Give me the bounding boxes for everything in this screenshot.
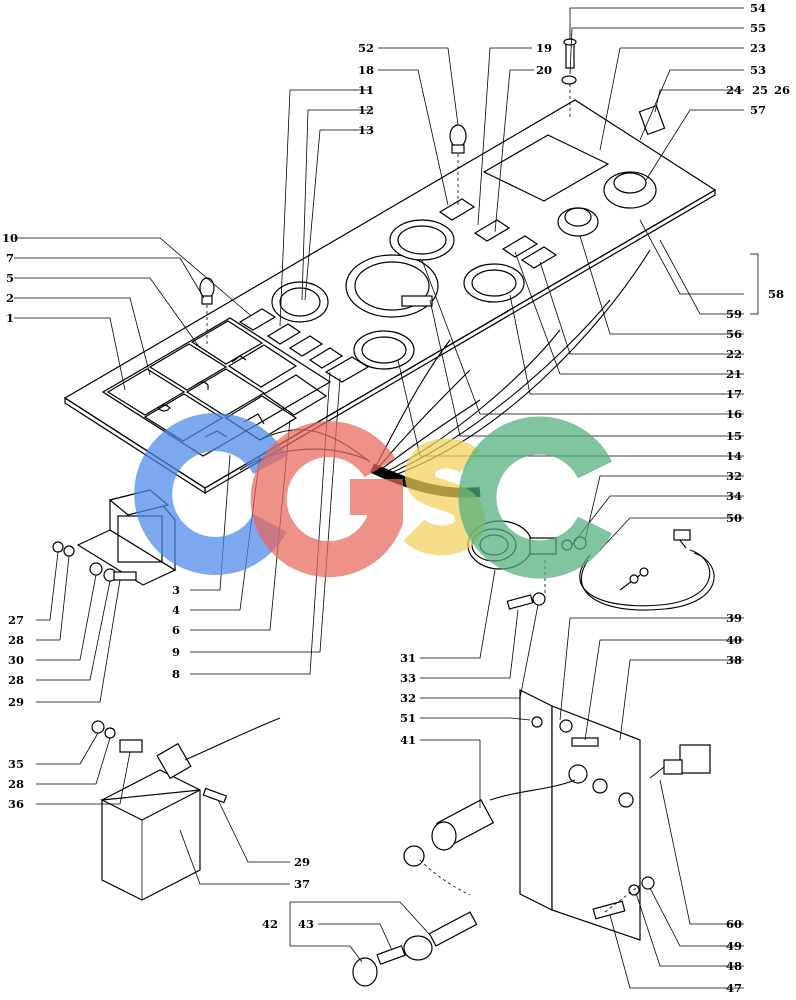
- label-2: 2: [6, 291, 14, 305]
- label-33: 33: [400, 671, 416, 685]
- label-18: 18: [358, 63, 374, 77]
- label-53: 53: [750, 63, 766, 77]
- label-29a: 29: [8, 695, 24, 709]
- leader-lines: [14, 7, 759, 989]
- label-59: 59: [726, 307, 742, 321]
- label-17: 17: [726, 387, 742, 401]
- label-13: 13: [358, 123, 374, 137]
- label-60: 60: [726, 917, 742, 931]
- label-48: 48: [726, 959, 742, 973]
- label-14: 14: [726, 449, 742, 463]
- label-9: 9: [172, 645, 180, 659]
- label-8: 8: [172, 667, 180, 681]
- indicator-lamp-assembly: [352, 911, 478, 987]
- label-16: 16: [726, 407, 742, 421]
- label-54: 54: [750, 1, 766, 15]
- warning-lamp-row: [238, 198, 558, 383]
- bulbs: [199, 124, 467, 305]
- label-41: 41: [400, 733, 416, 747]
- label-36: 36: [8, 797, 24, 811]
- label-43: 43: [298, 917, 314, 931]
- label-55: 55: [750, 21, 766, 35]
- toggle-switch: [649, 744, 711, 779]
- label-28a: 28: [8, 633, 24, 647]
- label-57: 57: [750, 103, 766, 117]
- label-12: 12: [358, 103, 374, 117]
- label-10: 10: [2, 231, 18, 245]
- label-50: 50: [726, 511, 742, 525]
- label-32a: 32: [726, 469, 742, 483]
- label-1: 1: [6, 311, 14, 325]
- socket-connector: [403, 779, 576, 896]
- label-37: 37: [294, 877, 310, 891]
- label-22: 22: [726, 347, 742, 361]
- label-31: 31: [400, 651, 416, 665]
- mounting-plate: [519, 689, 655, 941]
- flasher-unit: [91, 717, 281, 901]
- label-6: 6: [172, 623, 180, 637]
- label-47: 47: [726, 981, 742, 995]
- label-39: 39: [726, 611, 742, 625]
- label-30: 30: [8, 653, 24, 667]
- label-5: 5: [6, 271, 14, 285]
- label-28c: 28: [8, 777, 24, 791]
- label-24: 24: [726, 83, 742, 97]
- gauge-cluster: [271, 171, 657, 370]
- harness-cable: [579, 529, 715, 611]
- label-58: 58: [768, 287, 784, 301]
- label-25: 25: [752, 83, 768, 97]
- label-56: 56: [726, 327, 742, 341]
- label-4: 4: [172, 603, 180, 617]
- label-21: 21: [726, 367, 742, 381]
- label-38: 38: [726, 653, 742, 667]
- label-40: 40: [726, 633, 742, 647]
- label-35: 35: [8, 757, 24, 771]
- label-49: 49: [726, 939, 742, 953]
- label-23: 23: [750, 41, 766, 55]
- label-26: 26: [774, 83, 790, 97]
- fuse-cover-window: [482, 134, 610, 202]
- label-34: 34: [726, 489, 742, 503]
- label-27: 27: [8, 613, 24, 627]
- label-28b: 28: [8, 673, 24, 687]
- label-7: 7: [6, 251, 14, 265]
- label-42: 42: [262, 917, 278, 931]
- switch-block: [101, 317, 332, 457]
- label-51: 51: [400, 711, 416, 725]
- label-11: 11: [358, 83, 374, 97]
- label-52: 52: [358, 41, 374, 55]
- label-29b: 29: [294, 855, 310, 869]
- cgsc-watermark: [134, 413, 613, 579]
- label-3: 3: [172, 583, 180, 597]
- label-19: 19: [536, 41, 552, 55]
- label-20: 20: [536, 63, 552, 77]
- label-15: 15: [726, 429, 742, 443]
- label-32b: 32: [400, 691, 416, 705]
